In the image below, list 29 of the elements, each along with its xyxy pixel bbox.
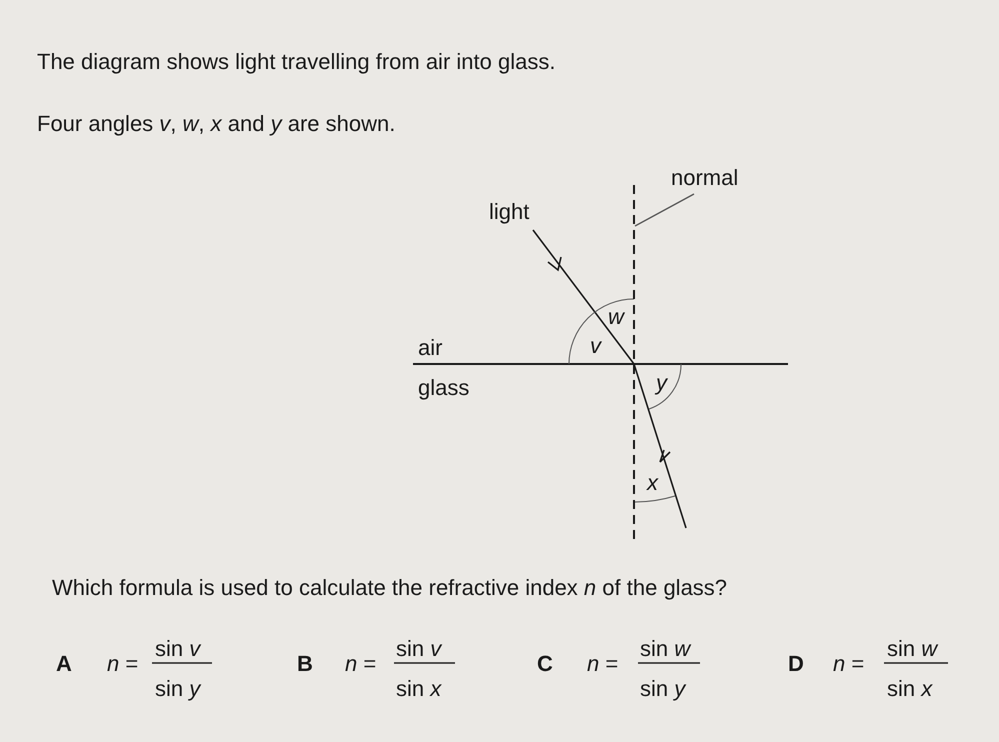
angle-label: w	[608, 305, 624, 330]
numerator: sin w	[640, 637, 690, 662]
medium-label: air	[418, 336, 442, 360]
leader-line	[634, 193, 694, 227]
ray-label: light	[489, 200, 530, 224]
option-letter: D	[788, 652, 804, 676]
denominator: sin x	[396, 677, 442, 702]
numerator: sin v	[155, 637, 200, 662]
formula-text: n =	[345, 652, 376, 676]
angle-label: v	[590, 334, 601, 358]
option-letter: B	[297, 652, 313, 676]
denominator: sin y	[640, 677, 686, 702]
denominator: sin x	[887, 677, 932, 702]
denominator: sin y	[155, 677, 200, 702]
normal-label: normal	[671, 166, 738, 190]
question-text: Four angles v, w, x and y are shown.	[37, 112, 396, 136]
formula-text: n =	[107, 652, 138, 676]
angle-label: x	[647, 471, 658, 496]
formula-text: n =	[587, 652, 618, 676]
medium-label: glass	[418, 376, 470, 400]
normal-line	[633, 185, 635, 542]
numerator: sin v	[396, 637, 442, 662]
formula-text: n =	[833, 652, 864, 676]
question-text: The diagram shows light travelling from air into glass.	[37, 50, 556, 74]
question-text: Which formula is used to calculate the refractive index n of the glass?	[52, 576, 728, 600]
option-letter: A	[56, 652, 72, 676]
angle-label: y	[656, 371, 667, 396]
option-letter: C	[537, 652, 553, 676]
numerator: sin w	[887, 637, 938, 662]
